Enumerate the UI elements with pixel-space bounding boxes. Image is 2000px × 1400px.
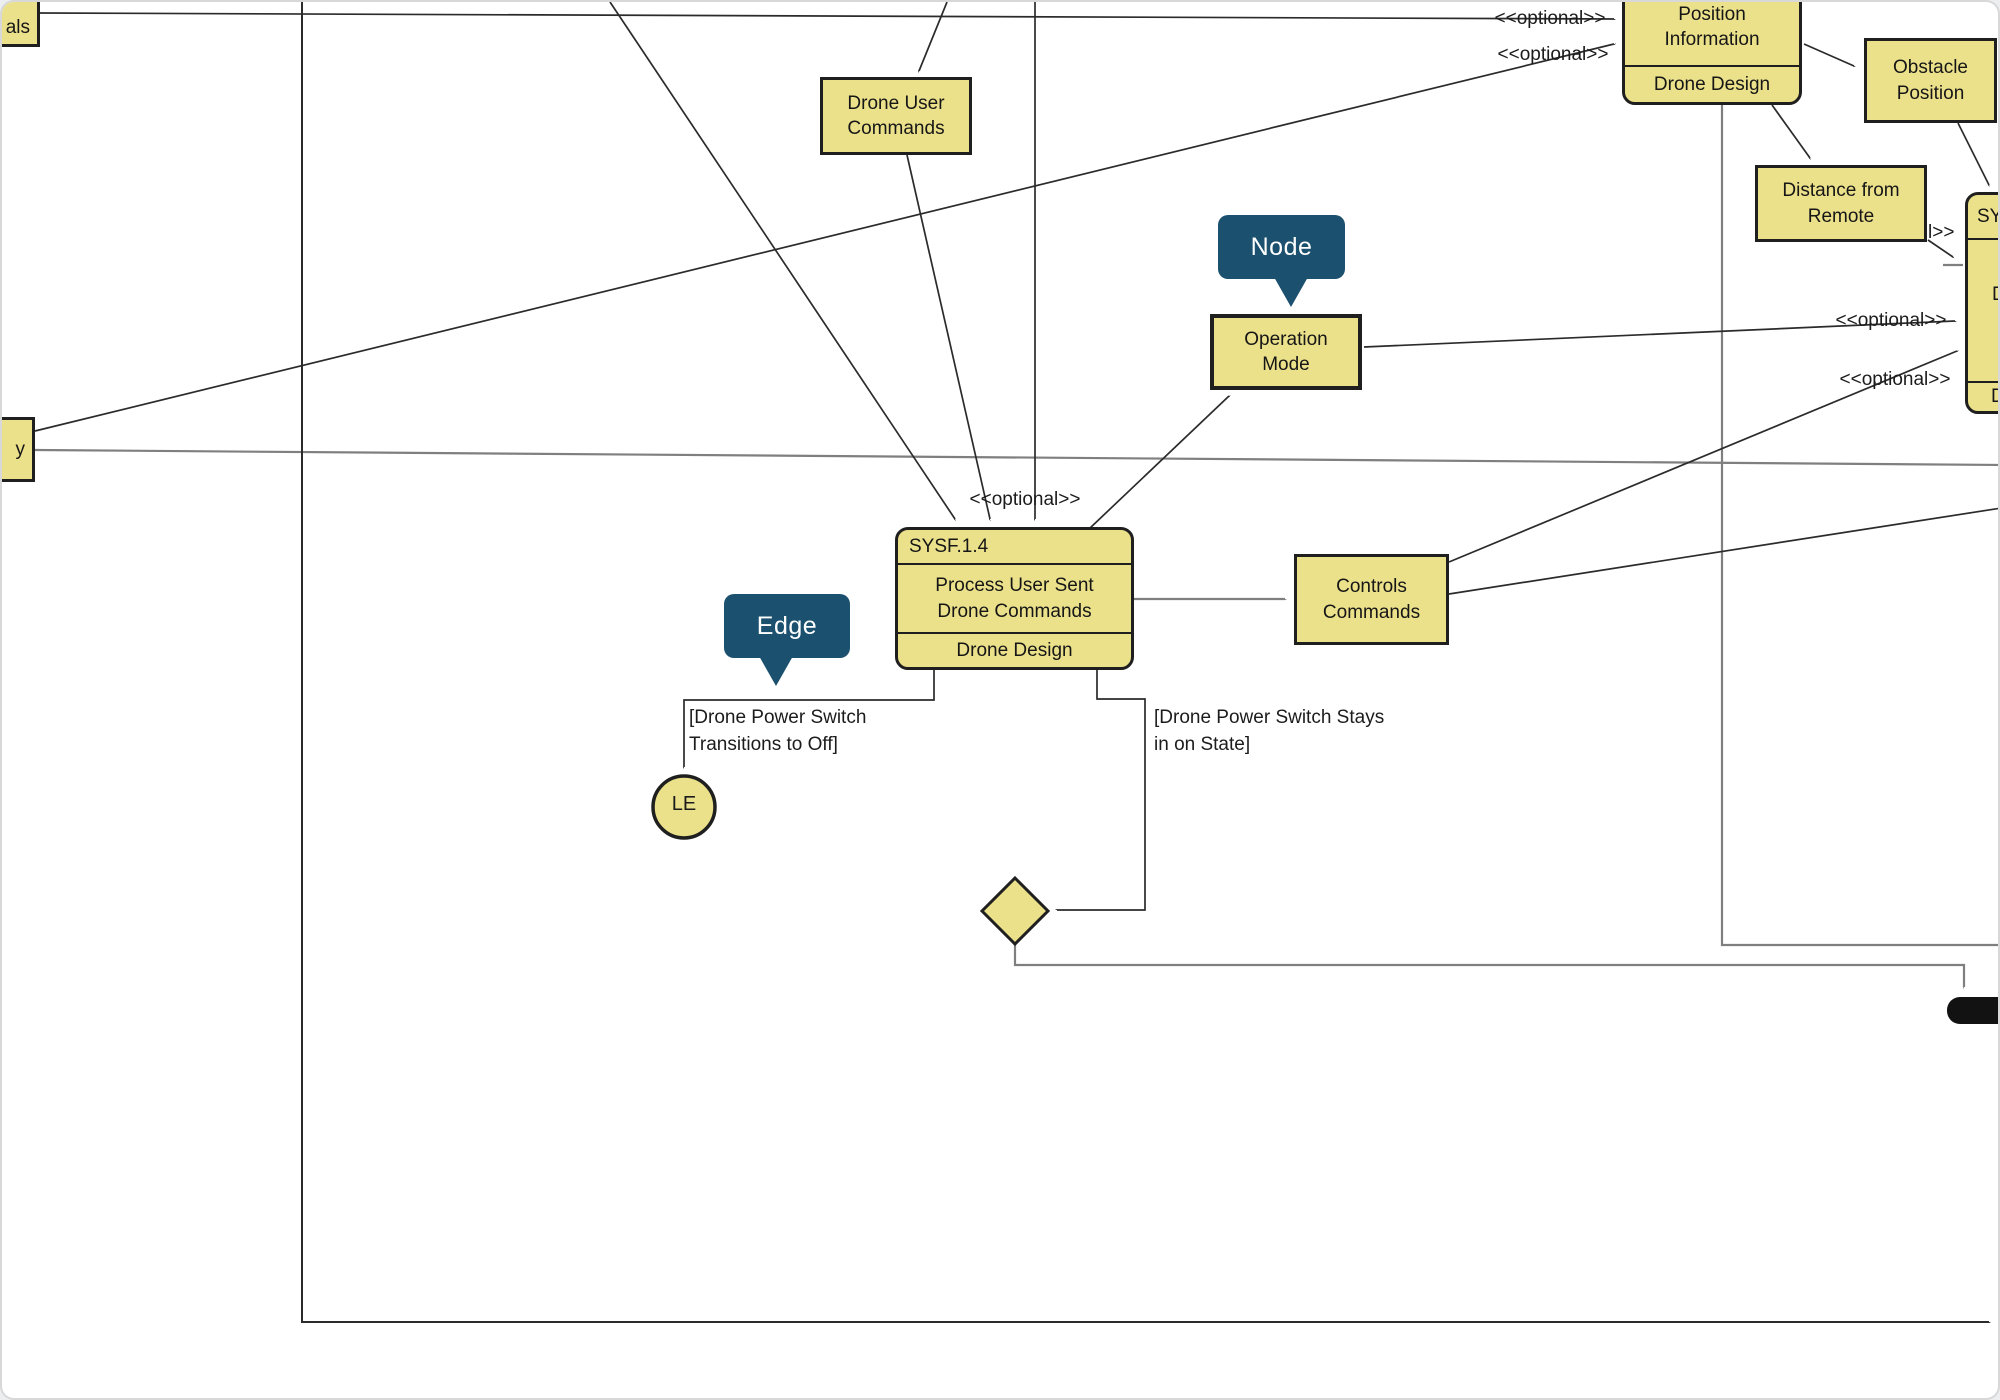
join-bar[interactable] xyxy=(1947,997,2000,1024)
action-design: Drone Design xyxy=(956,639,1073,661)
node-obstacle-position[interactable]: Obstacle Position xyxy=(1864,38,1997,123)
edge-sysf-to-operation-mode[interactable] xyxy=(1088,396,1229,530)
action-node-sysf-1-4[interactable]: SYSF.1.4 Process User Sent Drone Command… xyxy=(895,527,1134,670)
edge-left-vertical-bottom[interactable] xyxy=(301,2,1989,1322)
edge-position-info-down-right[interactable] xyxy=(1720,105,2000,947)
node-controls-commands[interactable]: Controls Commands xyxy=(1294,554,1449,645)
action-design-fragment: D xyxy=(1968,383,1998,411)
action-id: SYSF.1.4 xyxy=(909,535,989,557)
compartment-divider xyxy=(1968,238,1998,240)
edge-sysf-to-diamond[interactable] xyxy=(1057,670,1146,911)
node-label: Controls Commands xyxy=(1322,576,1421,623)
edge-diamond-to-join-bar[interactable] xyxy=(1013,944,1966,987)
callout-node: Node xyxy=(1218,215,1345,279)
edge-label-optional-fragment: l>> xyxy=(1928,222,1955,243)
edge-top-to-sysf-diagonal[interactable] xyxy=(609,2,955,519)
edge-long-horizontal[interactable] xyxy=(34,448,2000,467)
node-label: Operation Mode xyxy=(1244,328,1328,375)
node-label: Obstacle Position xyxy=(1893,57,1968,104)
edge-label-optional: <<optional>> xyxy=(1835,310,1947,331)
loop-exit-circle[interactable] xyxy=(651,774,717,840)
compartment-divider xyxy=(898,563,1131,565)
callout-edge-tail xyxy=(759,656,793,686)
decision-diamond[interactable] xyxy=(979,875,1051,947)
node-label: Drone User Commands xyxy=(847,92,945,139)
callout-node-tail xyxy=(1274,277,1308,307)
edge-label-optional: <<optional>> xyxy=(1839,369,1951,390)
edge-into-drone-user-commands[interactable] xyxy=(919,2,948,71)
action-name: Process User Sent Drone Commands xyxy=(935,575,1094,622)
edge-controls-offscreen-right[interactable] xyxy=(1448,507,2000,595)
node-y-fragment[interactable]: y xyxy=(2,417,35,482)
action-name-fragment: D xyxy=(1992,282,1998,307)
action-design: Drone Design xyxy=(1653,73,1771,95)
node-operation-mode[interactable]: Operation Mode xyxy=(1210,314,1362,390)
edge-sysf-to-loop-exit[interactable] xyxy=(684,670,935,767)
action-node-position-information[interactable]: Position Information Drone Design xyxy=(1622,2,1802,105)
callout-label: Edge xyxy=(756,611,818,640)
guard-label-power-off: [Drone Power Switch Transitions to Off] xyxy=(689,707,867,755)
edge-duc-to-sysf[interactable] xyxy=(906,154,990,519)
compartment-divider xyxy=(1625,65,1799,67)
node-label: als xyxy=(5,16,30,38)
callout-edge: Edge xyxy=(724,594,850,658)
loop-exit-label: LE xyxy=(671,793,697,815)
action-id: SY xyxy=(1977,205,2000,227)
edge-label-optional: <<optional>> xyxy=(1494,8,1606,29)
edge-controls-to-sy-optional[interactable] xyxy=(1448,351,1957,563)
edge-label-optional: <<optional>> xyxy=(969,489,1081,510)
node-label: y xyxy=(15,438,26,460)
node-distance-from-remote[interactable]: Distance from Remote xyxy=(1755,165,1927,242)
action-node-sy-fragment[interactable]: SY D D xyxy=(1965,192,2000,414)
edge-operation-mode-to-sy[interactable] xyxy=(1363,321,1955,348)
edge-position-to-obstacle[interactable] xyxy=(1803,43,1854,66)
edge-position-to-distance[interactable] xyxy=(1771,104,1810,158)
callout-label: Node xyxy=(1250,232,1313,261)
node-als-fragment[interactable]: als xyxy=(2,2,40,47)
edge-label-optional: <<optional>> xyxy=(1497,44,1609,65)
node-label: Distance from Remote xyxy=(1782,180,1900,227)
compartment-divider xyxy=(1968,381,1998,383)
action-name: Position Information xyxy=(1664,3,1760,50)
guard-label-power-on: [Drone Power Switch Stays in on State] xyxy=(1154,707,1385,755)
edge-obstacle-to-sy[interactable] xyxy=(1957,122,1989,185)
edge-distance-to-sy[interactable] xyxy=(1927,239,1953,257)
edge-top-optional-1[interactable] xyxy=(39,12,1614,19)
compartment-divider xyxy=(898,632,1131,634)
node-drone-user-commands[interactable]: Drone User Commands xyxy=(820,77,972,155)
edge-y-to-position-optional[interactable] xyxy=(34,44,1614,432)
